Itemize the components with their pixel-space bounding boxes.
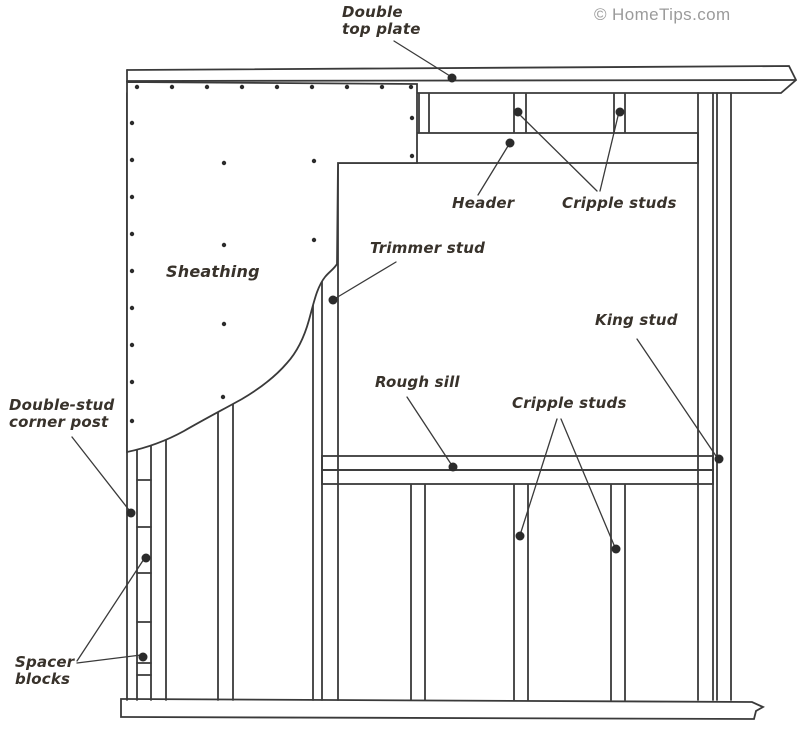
label-double-stud-corner-post: Double-stud corner post: [9, 397, 114, 431]
callout-dot: [138, 652, 148, 662]
callout-cripple-studs-top: [513, 107, 625, 192]
callout-dot: [505, 138, 515, 148]
double-top-plate: [126, 65, 798, 94]
callout-dot: [328, 295, 338, 305]
callout-dot: [615, 107, 625, 117]
callout-corner-post: [71, 436, 136, 518]
bottom-plate: [120, 698, 765, 720]
label-rough-sill: Rough sill: [375, 373, 460, 391]
label-line: top plate: [342, 20, 421, 38]
label-line: Double-stud: [9, 396, 115, 414]
label-cripple-studs-bottom: Cripple studs: [512, 394, 627, 412]
label-line: blocks: [15, 670, 71, 688]
callout-header: [477, 138, 515, 196]
label-sheathing: Sheathing: [166, 262, 260, 281]
end-stud-right: [716, 92, 732, 701]
callout-dot: [141, 553, 151, 563]
king-stud-right: [697, 92, 714, 701]
callout-king-stud: [636, 338, 724, 464]
label-spacer-blocks: Spacer blocks: [15, 654, 74, 688]
watermark: © HomeTips.com: [594, 5, 731, 24]
cripple-studs-below-sill: [410, 484, 626, 701]
callout-cripple-studs-bottom: [515, 418, 621, 554]
callout-dot: [515, 531, 525, 541]
label-header: Header: [452, 194, 515, 212]
callout-spacer-blocks: [76, 553, 151, 664]
callout-dot: [448, 462, 458, 472]
label-line: Spacer: [15, 653, 75, 671]
callouts: [71, 40, 724, 664]
label-king-stud: King stud: [595, 311, 678, 329]
label-line: corner post: [9, 413, 109, 431]
label-line: Double: [342, 3, 403, 21]
rough-sill-boards: [321, 455, 714, 485]
sheathing-nails: [129, 84, 415, 424]
callout-dot: [611, 544, 621, 554]
label-double-top-plate: Double top plate: [342, 4, 421, 38]
callout-dot: [513, 107, 523, 117]
sheathing-panel: [126, 81, 418, 454]
callout-rough-sill: [406, 396, 458, 472]
callout-double-top-plate: [393, 40, 457, 83]
callout-dot: [126, 508, 136, 518]
spacer-blocks: [136, 479, 152, 676]
callout-trimmer-stud: [328, 261, 397, 305]
callout-dot: [447, 73, 457, 83]
label-cripple-studs-top: Cripple studs: [562, 194, 677, 212]
callout-dot: [714, 454, 724, 464]
label-trimmer-stud: Trimmer stud: [370, 239, 486, 257]
